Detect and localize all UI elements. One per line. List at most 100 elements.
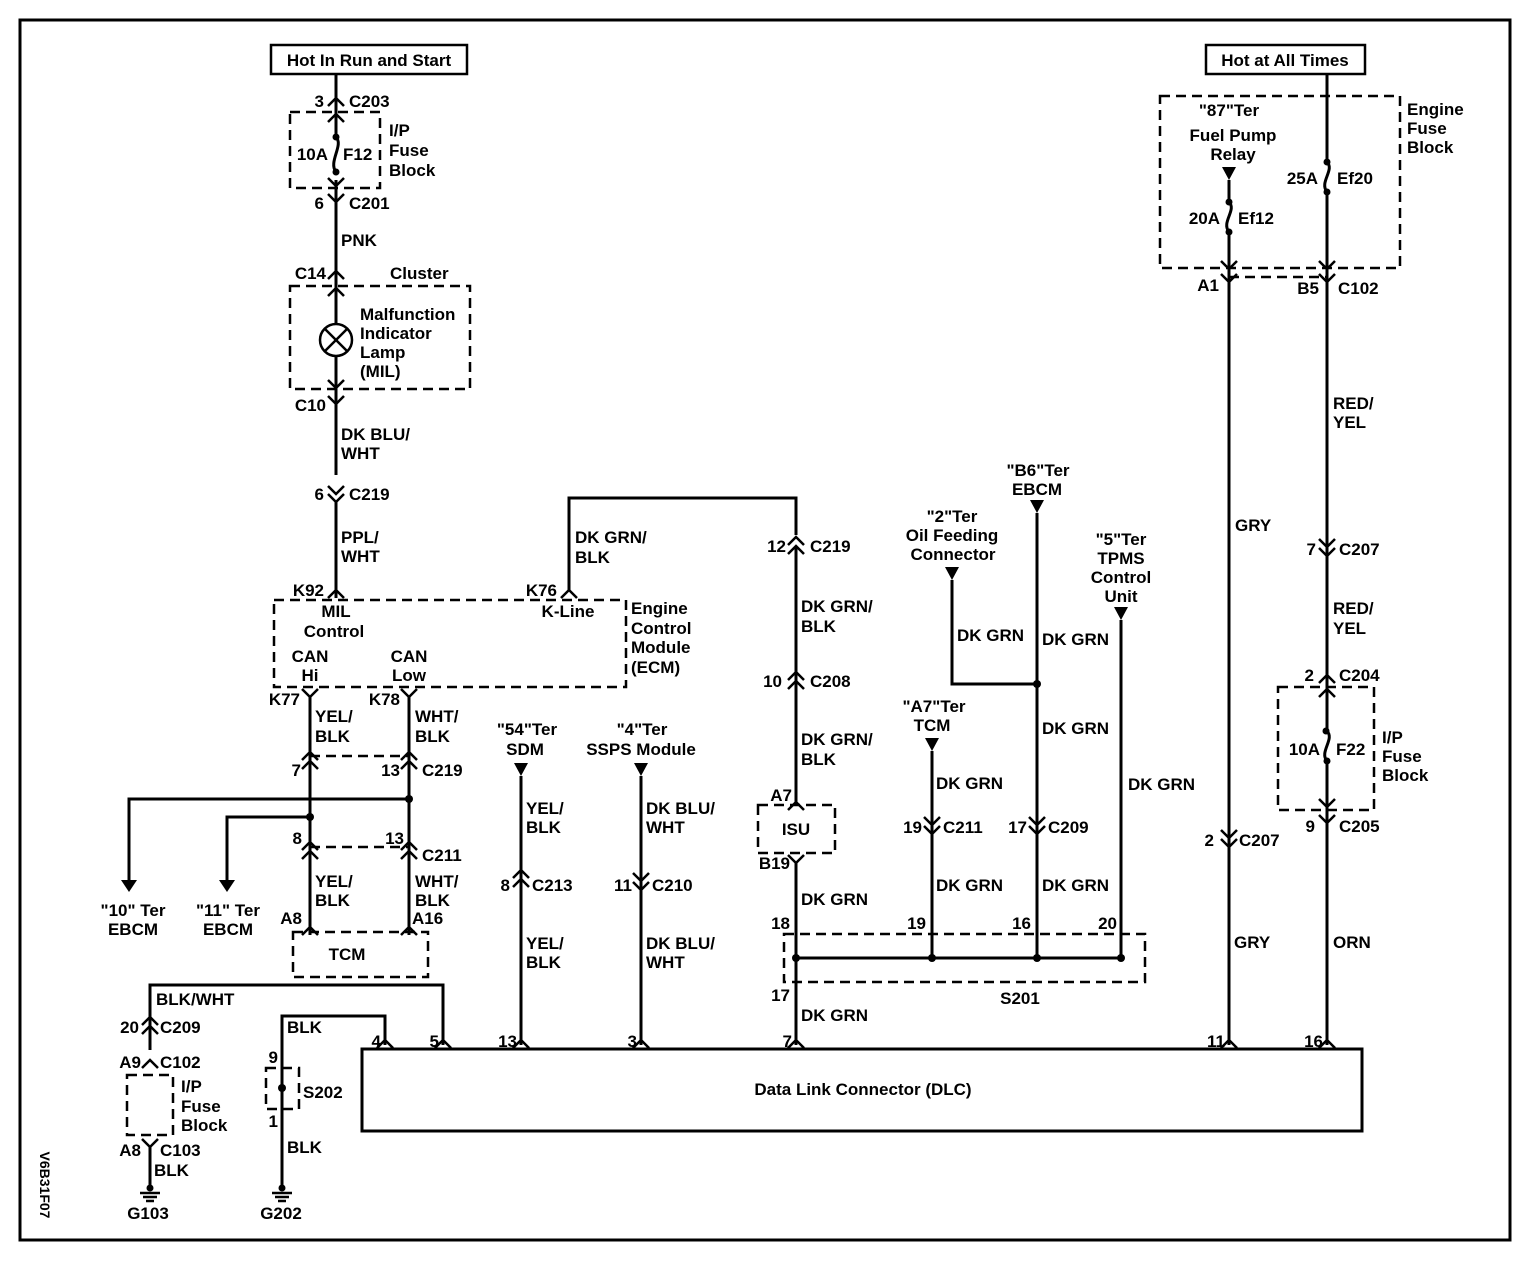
dlc-pin-13-icon (512, 1038, 530, 1049)
c103-pin: A8 (119, 1141, 141, 1160)
c219-can-label: C219 (422, 761, 463, 780)
dlc-pin-4: 4 (372, 1032, 382, 1051)
tcm-a7-label-1: "A7"Ter (902, 697, 965, 716)
wire-blk-s202 (280, 1014, 387, 1188)
can-low-wire-1: WHT/ (415, 707, 459, 726)
c210-label: C210 (652, 876, 693, 895)
c209-20-label: C209 (160, 1018, 201, 1037)
sdm-label-2: SDM (506, 740, 544, 759)
connector-c210-icon (632, 872, 650, 883)
c219-12-label: C219 (810, 537, 851, 556)
ef12-label: Ef12 (1238, 209, 1274, 228)
oil-feed-arrow-icon (945, 567, 959, 580)
tcm-a8-label: A8 (280, 909, 302, 928)
engine-fuse-block-box (1158, 94, 1402, 270)
f22-label: F22 (1336, 740, 1365, 759)
tcm-box (291, 930, 430, 979)
red-yel-1-a: RED/ (1333, 394, 1374, 413)
c209-20-pin: 20 (120, 1018, 139, 1037)
k77-label: K77 (269, 690, 300, 709)
s202-pin-1: 1 (269, 1112, 278, 1131)
ssps-wire1-1: DK BLU/ (646, 799, 715, 818)
isu-wire1-1: DK GRN/ (801, 597, 873, 616)
c208-label: C208 (810, 672, 851, 691)
isu-b19-label: B19 (759, 854, 790, 873)
arrow-up-icon (327, 112, 345, 123)
ef20-amps: 25A (1287, 169, 1318, 188)
connector-c219-7-icon (301, 750, 319, 761)
hot-run-start-label: Hot In Run and Start (287, 51, 452, 70)
arrow-down-icon (1220, 260, 1238, 271)
sdm-wire1-1: YEL/ (526, 799, 564, 818)
c207-7-pin: 7 (1307, 540, 1316, 559)
gry-wire-label-2: GRY (1234, 933, 1271, 952)
c219-6-label: C219 (349, 485, 390, 504)
ip-fuse-block-ground (125, 1073, 175, 1137)
k92-label: K92 (293, 581, 324, 600)
a1-label: A1 (1197, 276, 1219, 295)
tcm-label: TCM (329, 945, 366, 964)
engine-fuse-block-3: Block (1407, 138, 1454, 157)
dlc-pin-3: 3 (628, 1032, 637, 1051)
dlc-pin-16: 16 (1304, 1032, 1323, 1051)
c219-12-pin: 12 (767, 537, 786, 556)
connector-c207-2-icon (1220, 829, 1238, 840)
relay-label-2: Fuel Pump (1190, 126, 1277, 145)
c203-label: C203 (349, 92, 390, 111)
c211-13-pin: 13 (385, 829, 404, 848)
s201-pin-16: 16 (1012, 914, 1031, 933)
hot-all-times-label: Hot at All Times (1221, 51, 1349, 70)
dlc-pin-11-icon (1220, 1038, 1238, 1049)
isu-wire4: DK GRN (801, 1006, 868, 1025)
ebcm-b6-label-1: "B6"Ter (1006, 461, 1069, 480)
connector-c10-icon (327, 395, 345, 406)
fuse-f12-amps: 10A (297, 145, 328, 164)
wire-dkblu-wht-2: WHT (341, 444, 380, 463)
dlc-pins: 4 5 13 3 7 11 16 (372, 1032, 1336, 1051)
s202-wire-bottom-label: BLK (287, 1138, 323, 1157)
ecm-mil-2: Control (304, 622, 364, 641)
tpms-label-2: TPMS (1097, 549, 1144, 568)
oil-feed-label-1: "2"Ter (927, 507, 978, 526)
connector-a7-icon (787, 800, 805, 811)
cluster-box (288, 284, 472, 391)
fuse-f12-label: F12 (343, 145, 372, 164)
c211-8-pin: 8 (293, 829, 302, 848)
isu-label: ISU (782, 820, 810, 839)
ssps-arrow-icon (634, 763, 648, 776)
s202-box (264, 1066, 301, 1111)
red-yel-2-a: RED/ (1333, 599, 1374, 618)
connector-c203-icon (327, 96, 345, 107)
arrow-down-icon (327, 177, 345, 188)
can-low-wire-2: BLK (415, 727, 451, 746)
sdm-label-1: "54"Ter (497, 720, 558, 739)
wire-kline (567, 496, 798, 590)
connector-c208-icon (787, 670, 805, 681)
cluster-label: Cluster (390, 264, 449, 283)
arrow-down-icon (1318, 798, 1336, 809)
ebcm-10-arrow-icon (121, 880, 137, 892)
c207-7-label: C207 (1339, 540, 1380, 559)
ebcm-10-label-2: EBCM (108, 920, 158, 939)
connector-c14-icon (327, 269, 345, 280)
hot-run-start-box (269, 43, 469, 76)
ebcm-b6-arrow-icon (1030, 500, 1044, 513)
ip-fuse-block-g-1: I/P (181, 1077, 202, 1096)
isu-a7-label: A7 (770, 786, 792, 805)
mil-label-3: Lamp (360, 343, 405, 362)
ebcm-b6-label-2: EBCM (1012, 480, 1062, 499)
k78-label: K78 (369, 690, 400, 709)
connector-k92-icon (327, 588, 345, 599)
ip-fuse-f22-block-3: Block (1382, 766, 1429, 785)
connector-c211-8-icon (301, 840, 319, 851)
c219-6-pin: 6 (315, 485, 324, 504)
c203-pin: 3 (315, 92, 324, 111)
connector-k76-icon (560, 588, 578, 599)
sdm-arrow-icon (514, 763, 528, 776)
dlc-pin-3-icon (632, 1038, 650, 1049)
c211-19-label: C211 (943, 818, 983, 837)
connector-c207-7-icon (1318, 538, 1336, 549)
s202-wire-top-label: BLK (287, 1018, 323, 1037)
isu-wire1-2: BLK (801, 617, 837, 636)
